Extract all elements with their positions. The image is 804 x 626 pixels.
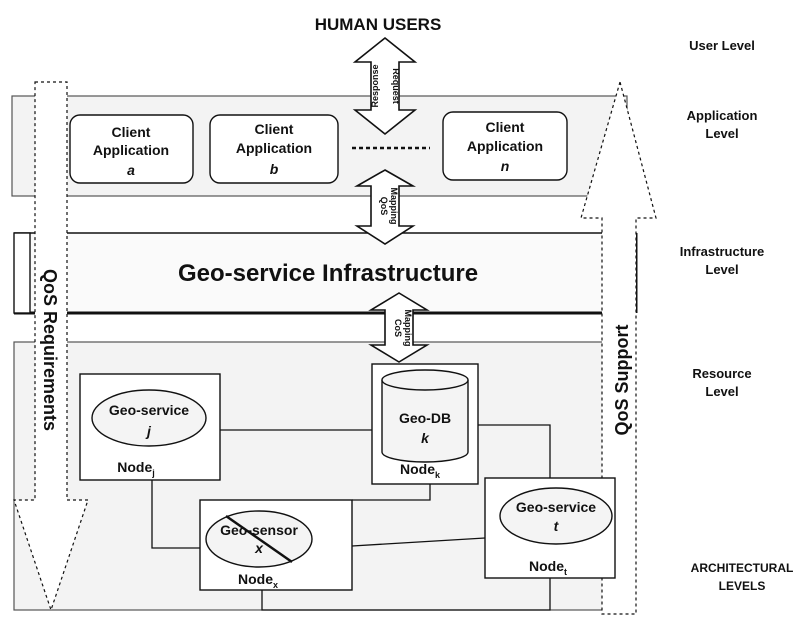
qos-requirements-label: QoS Requirements	[40, 269, 60, 431]
human-users-label: HUMAN USERS	[315, 15, 442, 34]
response-label: Response	[370, 64, 380, 107]
client-b-id: b	[270, 161, 279, 177]
resource-level-label-2: Level	[705, 384, 738, 399]
geo-db-cylinder-body	[381, 380, 469, 463]
client-a-line1: Client	[112, 124, 151, 140]
geo-sensor-strike-icon	[225, 514, 293, 564]
qos-support-label: QoS Support	[612, 325, 632, 436]
cos-mapping-label-2: Mapping	[403, 310, 413, 347]
qos-mapping-label-1: QoS	[379, 197, 389, 216]
client-application-n	[442, 111, 568, 181]
architectural-levels-label-2: LEVELS	[719, 579, 766, 593]
application-level-label-2: Level	[705, 126, 738, 141]
client-n-id: n	[501, 158, 510, 174]
wire-k-t	[478, 424, 551, 478]
geo-sensor-id: x	[254, 540, 264, 556]
client-application-b	[209, 114, 339, 184]
node-j-label: Nodej	[117, 459, 155, 478]
wire-j-x	[151, 480, 210, 549]
geo-service-j-label: Geo-service	[109, 402, 189, 418]
infrastructure-level-label-2: Level	[705, 262, 738, 277]
cos-mapping-arrow	[368, 292, 430, 363]
node-t-label: Nodet	[529, 558, 567, 577]
client-n-line2: Application	[467, 138, 543, 154]
request-label: Request	[391, 68, 401, 104]
client-a-id: a	[127, 162, 135, 178]
wire-x-t-bottom	[261, 578, 551, 611]
wire-x-t	[351, 537, 486, 547]
client-a-line2: Application	[93, 142, 169, 158]
infrastructure-layer	[14, 233, 636, 313]
qos-support-arrow	[580, 79, 657, 615]
geo-service-t-label: Geo-service	[516, 499, 596, 515]
infrastructure-title: Geo-service Infrastructure	[178, 260, 478, 287]
qos-mapping-arrow	[353, 169, 417, 245]
resource-level-label-1: Resource	[692, 366, 751, 381]
qos-mapping-label-2: Mapping	[389, 188, 399, 225]
geo-sensor-label: Geo-sensor	[220, 522, 298, 538]
cos-mapping-label-1: CoS	[393, 319, 403, 337]
geo-service-t-id: t	[554, 518, 560, 534]
wire-k-x	[352, 484, 431, 501]
qos-requirements-arrow	[13, 81, 89, 612]
geo-db-label: Geo-DB	[399, 410, 451, 426]
client-n-line1: Client	[486, 119, 525, 135]
node-k-label: Nodek	[400, 461, 441, 480]
application-level-label-1: Application	[687, 108, 758, 123]
user-level-label: User Level	[689, 38, 755, 53]
request-response-arrow	[352, 36, 418, 136]
geo-db-id: k	[421, 430, 430, 446]
node-x-label: Nodex	[238, 571, 278, 590]
geo-service-t-ellipse	[499, 487, 613, 545]
client-b-line1: Client	[255, 121, 294, 137]
infrastructure-level-label-1: Infrastructure	[680, 244, 765, 259]
infrastructure-left-bracket	[13, 232, 31, 314]
geo-service-j-id: j	[145, 423, 152, 439]
client-b-line2: Application	[236, 140, 312, 156]
client-application-a	[69, 114, 194, 184]
geo-service-j-ellipse	[91, 389, 207, 447]
architectural-levels-label-1: ARCHITECTURAL	[691, 561, 794, 575]
geo-db-cylinder-top	[381, 369, 469, 391]
